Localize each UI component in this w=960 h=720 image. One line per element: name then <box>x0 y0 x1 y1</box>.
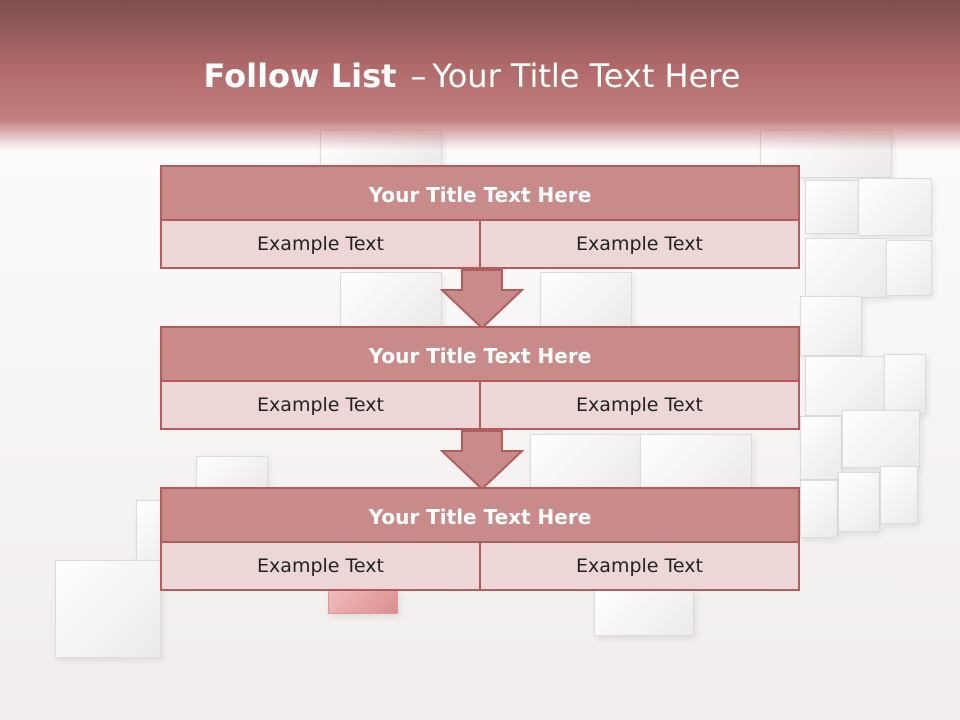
list-block-1: Your Title Text Here Example Text Exampl… <box>160 165 800 269</box>
block-row: Example Text Example Text <box>160 541 800 591</box>
block-row: Example Text Example Text <box>160 219 800 269</box>
cube <box>805 238 887 298</box>
block-title: Your Title Text Here <box>160 487 800 543</box>
title-rest: Your Title Text Here <box>432 57 741 95</box>
list-block-2: Your Title Text Here Example Text Exampl… <box>160 326 800 430</box>
cube <box>838 472 880 532</box>
down-arrow-icon <box>440 269 524 330</box>
title-separator: – <box>410 57 427 95</box>
block-title: Your Title Text Here <box>160 326 800 382</box>
block-cell-left: Example Text <box>160 380 481 430</box>
title-bold: Follow List <box>203 57 397 95</box>
cube <box>858 178 932 236</box>
page-title: Follow List–Your Title Text Here <box>0 52 944 100</box>
cube <box>880 466 918 524</box>
block-cell-right: Example Text <box>479 541 800 591</box>
cube <box>842 410 920 468</box>
block-cell-left: Example Text <box>160 219 481 269</box>
cube <box>594 590 694 636</box>
cube <box>800 480 838 538</box>
red-cube <box>328 590 398 614</box>
cube <box>530 434 642 488</box>
cube <box>805 356 885 416</box>
cube <box>340 272 442 328</box>
cube <box>800 416 842 480</box>
cube <box>886 240 932 296</box>
block-cell-right: Example Text <box>479 219 800 269</box>
cube <box>640 434 752 488</box>
header-band <box>0 0 960 150</box>
block-cell-left: Example Text <box>160 541 481 591</box>
block-row: Example Text Example Text <box>160 380 800 430</box>
cube <box>884 354 926 414</box>
list-block-3: Your Title Text Here Example Text Exampl… <box>160 487 800 591</box>
down-arrow-icon <box>440 430 524 491</box>
cube <box>800 296 862 356</box>
cube <box>805 180 859 234</box>
cube <box>55 560 161 658</box>
block-cell-right: Example Text <box>479 380 800 430</box>
cube <box>540 272 632 328</box>
block-title: Your Title Text Here <box>160 165 800 221</box>
